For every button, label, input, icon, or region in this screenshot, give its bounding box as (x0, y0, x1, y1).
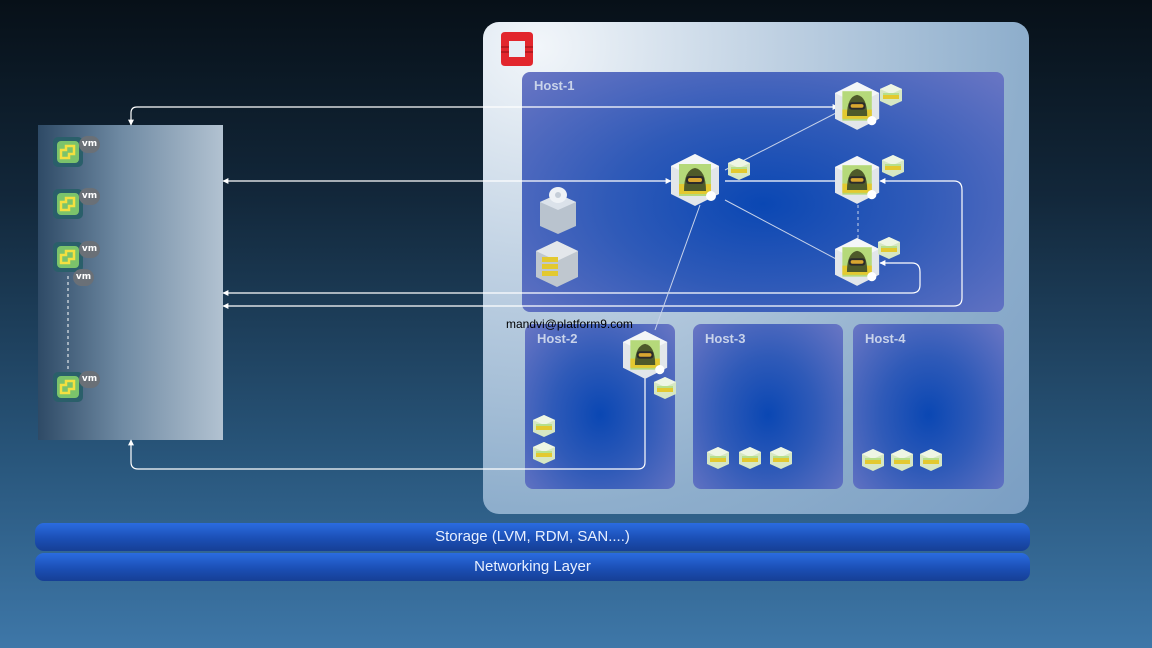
host-label: Host-3 (705, 331, 746, 346)
host-3-panel: Host-3 (693, 324, 843, 489)
networking-layer-bar: Networking Layer (35, 553, 1030, 581)
vm-item[interactable]: vm (52, 188, 102, 224)
openstack-logo (501, 32, 533, 66)
vmware-vsphere-icon (53, 372, 83, 402)
presenter-email: mandvi@platform9.com (506, 317, 633, 331)
networking-layer-label: Networking Layer (474, 558, 591, 575)
host-1-panel: Host-1 (522, 72, 1004, 312)
vm-badge: vm (79, 188, 100, 205)
vm-item[interactable]: vm (52, 136, 102, 172)
vm-item[interactable]: vm vm (52, 241, 102, 289)
vmware-vsphere-icon (53, 189, 83, 219)
vm-badge: vm (79, 371, 100, 388)
vmware-vsphere-icon (53, 137, 83, 167)
vm-badge: vm (79, 136, 100, 153)
host-2-panel: Host-2 (525, 324, 675, 489)
host-4-panel: Host-4 (853, 324, 1004, 489)
host-label: Host-1 (534, 78, 575, 93)
storage-layer-bar: Storage (LVM, RDM, SAN....) (35, 523, 1030, 551)
vm-badge: vm (73, 269, 94, 286)
vm-item[interactable]: vm (52, 371, 102, 407)
host-label: Host-4 (865, 331, 906, 346)
vm-badge: vm (79, 241, 100, 258)
vmware-vsphere-icon (53, 242, 83, 272)
storage-layer-label: Storage (LVM, RDM, SAN....) (435, 528, 630, 545)
host-label: Host-2 (537, 331, 578, 346)
